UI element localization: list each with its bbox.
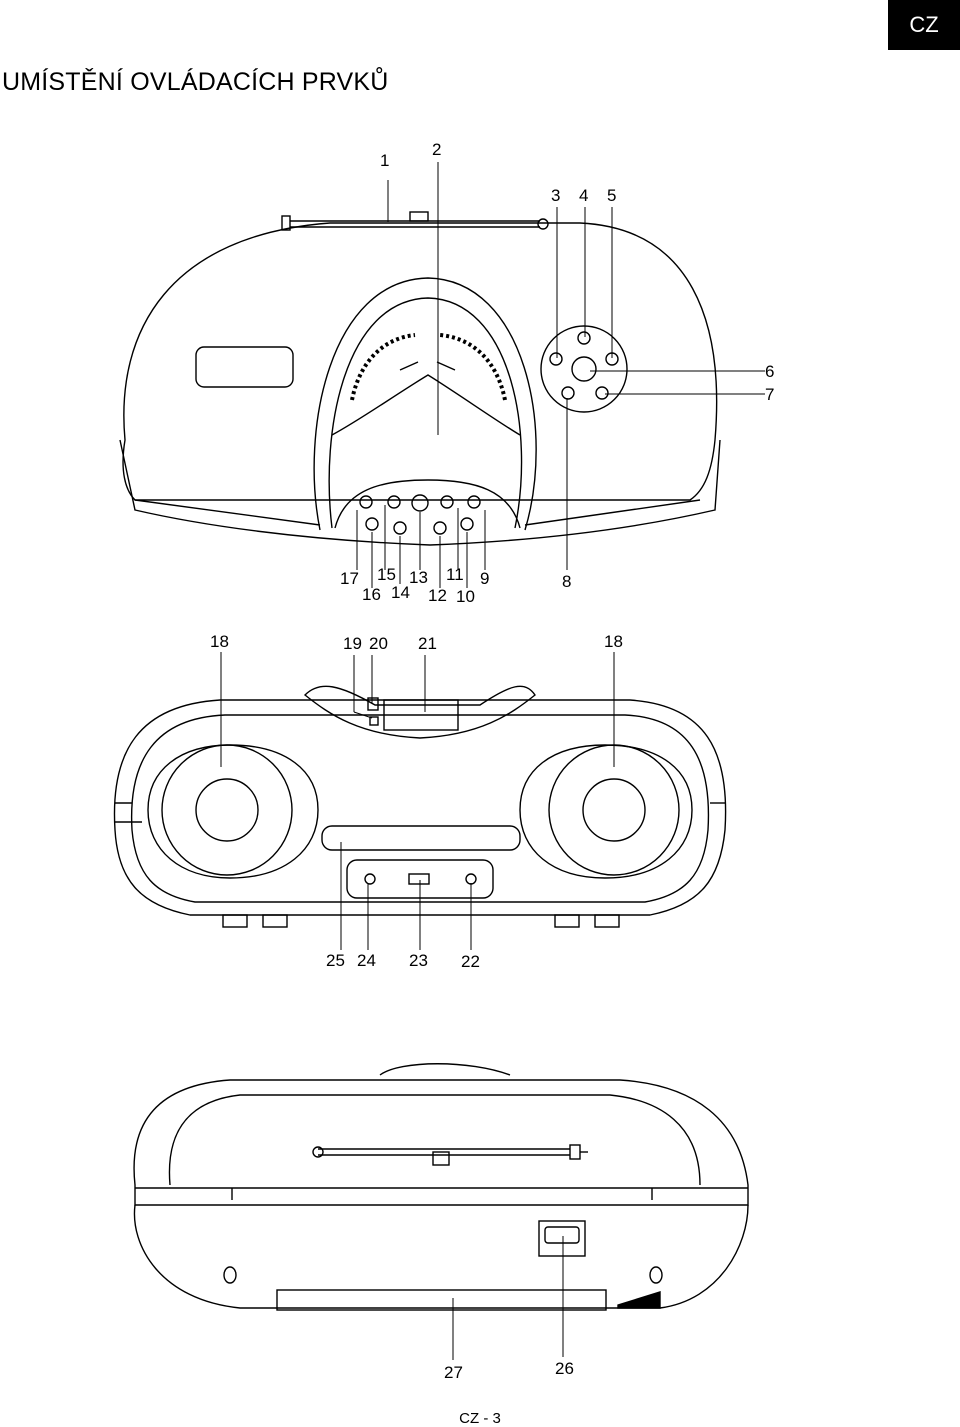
top-view-leader-lines — [356, 162, 765, 588]
callout-18-right: 18 — [604, 632, 623, 651]
callout-22: 22 — [461, 952, 480, 971]
callout-19: 19 — [343, 634, 362, 653]
page-title: UMÍSTĚNÍ OVLÁDACÍCH PRVKŮ — [2, 68, 389, 96]
callout-4: 4 — [579, 186, 588, 205]
callout-3: 3 — [551, 186, 560, 205]
callout-18-left: 18 — [210, 632, 229, 651]
page-number: CZ - 3 — [459, 1410, 501, 1427]
callout-labels: 1 2 3 4 5 6 7 8 9 10 11 12 13 14 15 16 1… — [210, 140, 774, 1382]
callout-10: 10 — [456, 587, 475, 606]
top-view-illustration — [119, 211, 721, 546]
callout-12: 12 — [428, 586, 447, 605]
callout-20: 20 — [369, 634, 388, 653]
callout-8: 8 — [562, 572, 571, 591]
callout-1: 1 — [380, 151, 389, 170]
callout-25: 25 — [326, 951, 345, 970]
callout-15: 15 — [377, 565, 396, 584]
language-tab: CZ — [888, 0, 960, 50]
callout-21: 21 — [418, 634, 437, 653]
callout-27: 27 — [444, 1363, 463, 1382]
callout-5: 5 — [607, 186, 616, 205]
callout-26: 26 — [555, 1359, 574, 1378]
front-view-leader-lines — [220, 652, 615, 950]
callout-14: 14 — [391, 583, 410, 602]
callout-13: 13 — [409, 568, 428, 587]
callout-16: 16 — [362, 585, 381, 604]
callout-6: 6 — [765, 362, 774, 381]
back-view-leader-lines — [452, 1236, 564, 1360]
callout-9: 9 — [480, 569, 489, 588]
callout-11: 11 — [446, 565, 464, 584]
callout-17: 17 — [340, 569, 359, 588]
callout-24: 24 — [357, 951, 376, 970]
back-view-illustration — [133, 1063, 749, 1311]
callout-23: 23 — [409, 951, 428, 970]
callout-7: 7 — [765, 385, 774, 404]
callout-2: 2 — [432, 140, 441, 159]
